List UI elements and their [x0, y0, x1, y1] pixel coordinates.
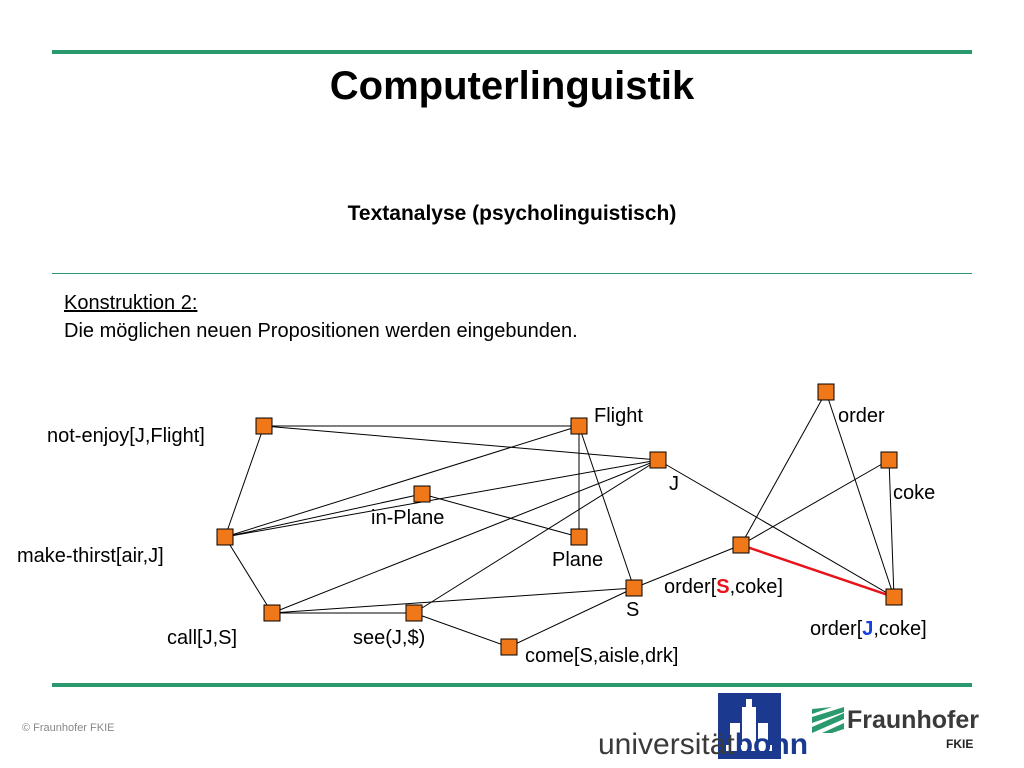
top-divider — [52, 50, 972, 54]
node-come — [500, 638, 518, 656]
node-layer — [216, 383, 903, 656]
castle-icon — [726, 699, 772, 751]
node-make-thirst — [216, 528, 234, 546]
node-order-s — [732, 536, 750, 554]
edge-not-enjoy-j — [263, 425, 659, 461]
edge-j-order-j — [657, 459, 895, 598]
edge-j-make-thirst — [224, 459, 659, 538]
fraunhofer-wordmark: Fraunhofer — [847, 706, 979, 734]
edge-order-order-j — [825, 391, 895, 598]
edge-order-order-s — [740, 391, 827, 546]
fraunhofer-unit: FKIE — [946, 737, 974, 751]
label-see: see(J,$) — [353, 627, 426, 649]
node-not-enjoy — [255, 417, 273, 435]
node-j — [649, 451, 667, 469]
edge-layer — [224, 391, 895, 648]
label-coke: coke — [893, 482, 936, 504]
label-flight: Flight — [594, 405, 643, 427]
fraunhofer-icon — [812, 707, 844, 733]
edge-coke-order-j — [888, 459, 895, 598]
edge-s-order-s — [633, 544, 742, 589]
node-see — [405, 604, 423, 622]
edge-flight-make-thirst — [224, 425, 580, 538]
node-order-j — [885, 588, 903, 606]
label-make-thirst: make-thirst[air,J] — [17, 545, 164, 567]
label-order: order — [838, 405, 885, 427]
label-plane: Plane — [552, 549, 604, 571]
edge-flight-s — [578, 425, 635, 589]
middle-divider — [52, 273, 972, 274]
edge-not-enjoy-make-thirst — [224, 425, 265, 538]
edge-j-see — [413, 459, 659, 614]
edge-in-plane-plane — [421, 493, 580, 538]
node-in-plane — [413, 485, 431, 503]
label-come: come[S,aisle,drk] — [525, 645, 679, 667]
page-subtitle: Textanalyse (psycholinguistisch) — [347, 202, 677, 225]
label-in-plane: in-Plane — [371, 507, 445, 529]
edge-come-s — [508, 587, 635, 648]
label-order-j: order[J,coke] — [810, 618, 927, 640]
label-j: J — [669, 473, 679, 495]
node-plane — [570, 528, 588, 546]
label-call: call[J,S] — [167, 627, 238, 649]
copyright-notice: © Fraunhofer FKIE — [22, 722, 115, 734]
edge-make-thirst-call — [224, 536, 273, 614]
label-not-enjoy: not-enjoy[J,Flight] — [47, 425, 205, 447]
section-heading: Konstruktion 2: — [64, 292, 198, 314]
label-s: S — [626, 599, 640, 621]
university-bonn-logo-mark — [718, 693, 781, 759]
label-order-s: order[S,coke] — [664, 576, 783, 598]
section-description: Die möglichen neuen Propositionen werden… — [64, 320, 578, 342]
edge-call-s — [271, 587, 635, 614]
edge-j-call — [271, 459, 659, 614]
node-coke — [880, 451, 898, 469]
highlight-edge-order-s-order-j — [740, 543, 895, 599]
variable-s: S — [716, 576, 730, 598]
page-title: Computerlinguistik — [329, 64, 695, 108]
edge-coke-order-s — [740, 459, 890, 546]
node-flight — [570, 417, 588, 435]
variable-j: J — [862, 618, 874, 640]
edge-see-come — [413, 612, 510, 648]
university-bonn-wordmark: universitätbonn — [598, 728, 809, 761]
node-order — [817, 383, 835, 401]
edge-in-plane-make-thirst — [224, 493, 423, 538]
bottom-divider — [52, 683, 972, 687]
node-call — [263, 604, 281, 622]
node-s — [625, 579, 643, 597]
